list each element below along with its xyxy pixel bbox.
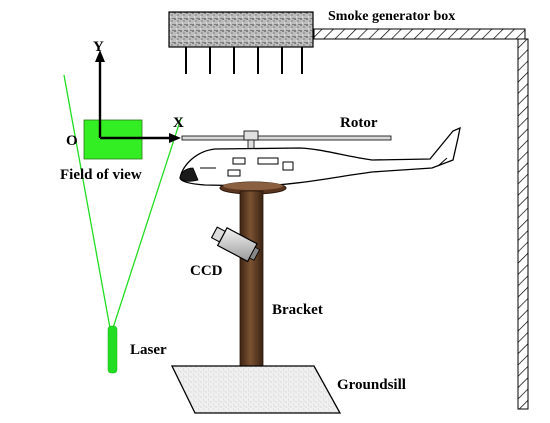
field-of-view-label: Field of view [60,167,142,183]
smoke-nozzles [185,47,303,74]
laser-device [107,325,118,374]
groundsill-label: Groundsill [337,377,406,393]
rotor [181,130,392,150]
groundsill [170,365,342,414]
bracket [219,181,287,391]
bracket-label: Bracket [272,302,323,318]
helicopter-windows [227,157,294,177]
smoke-generator-box-label: Smoke generator box [328,9,455,24]
axis-y-label: Y [93,39,104,55]
smoke-generator-box [168,11,314,74]
laser-label: Laser [130,342,167,358]
origin-label: O [66,133,78,149]
axis-x-label: X [173,115,184,131]
field-of-view-box [83,119,143,160]
laser-sheet [63,74,182,329]
helicopter-nose [179,167,199,182]
coordinate-axes [95,50,181,143]
rotor-label: Rotor [340,115,378,131]
ccd-camera [210,226,261,263]
ccd-label: CCD [190,263,223,279]
helicopter [179,126,461,187]
ceiling-wall-structure [313,28,529,410]
bracket-pole [239,190,264,389]
